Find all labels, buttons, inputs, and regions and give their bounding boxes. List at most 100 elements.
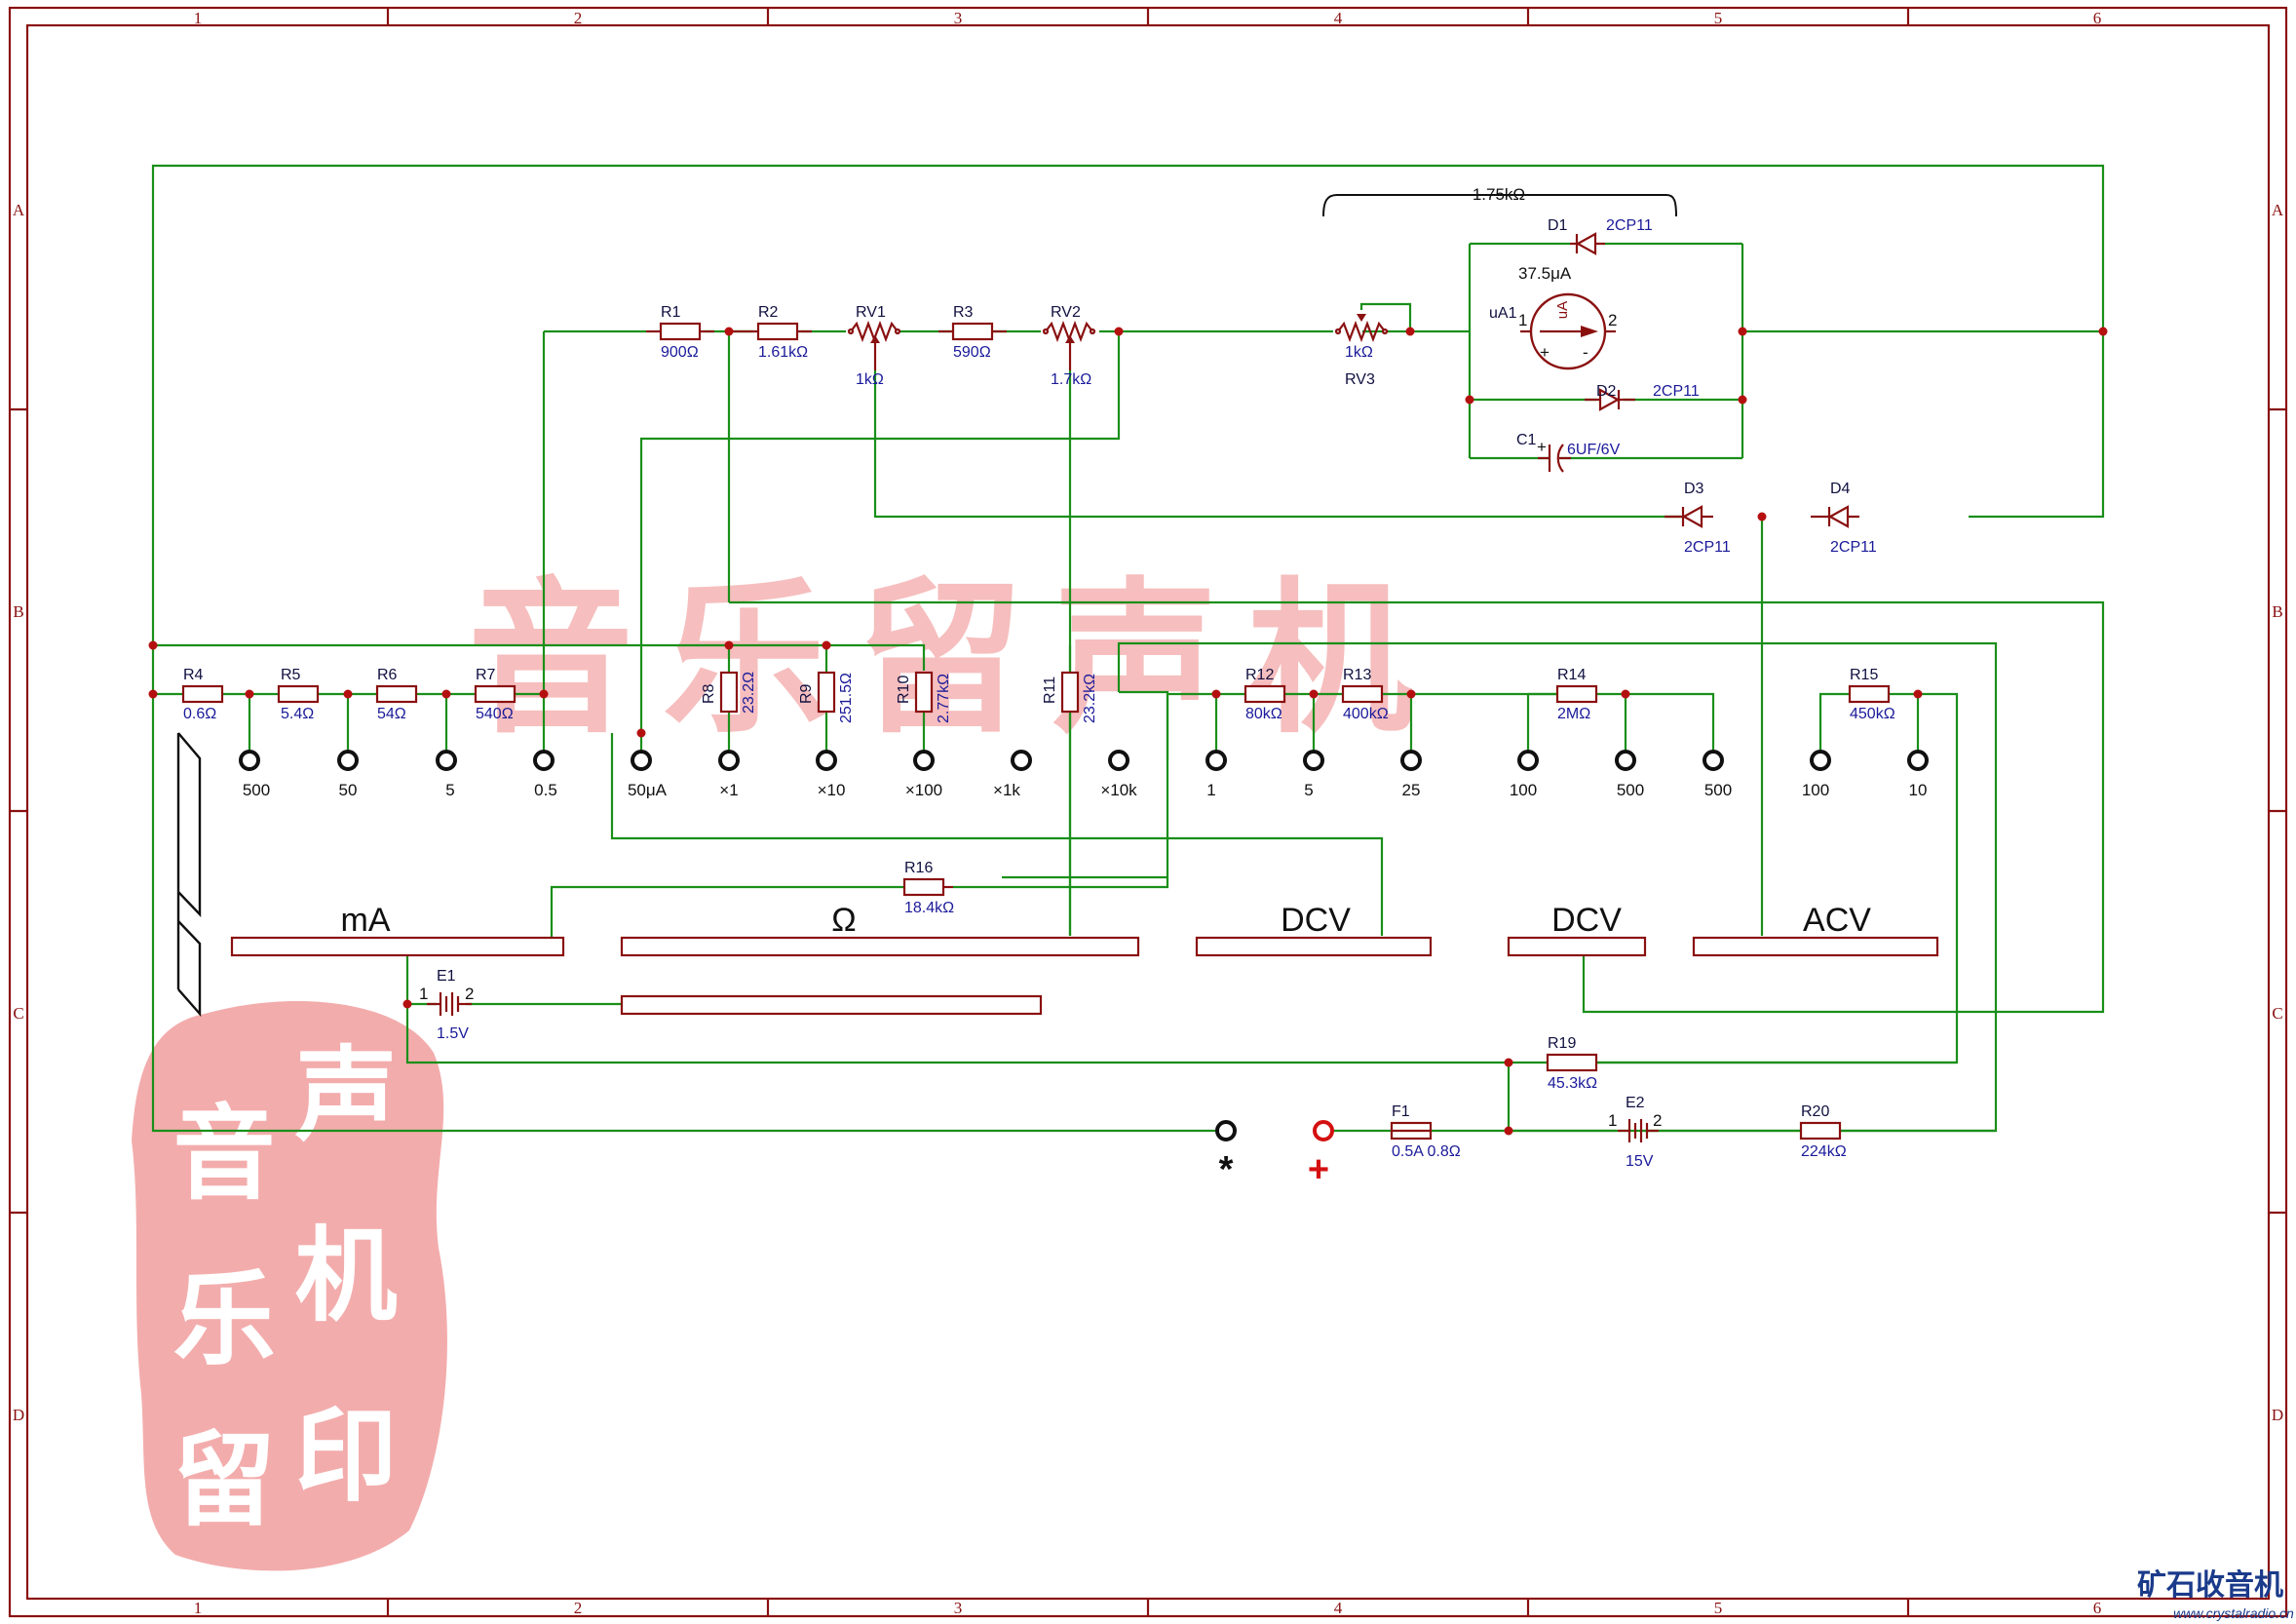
terminal-acv-10[interactable] (1907, 750, 1929, 771)
r9-value: 251.5Ω (838, 673, 855, 723)
zone-col-6-top: 6 (2093, 9, 2102, 27)
terminal-ohm-x10k[interactable] (1108, 750, 1129, 771)
terminal-label-16: 100 (1802, 781, 1829, 799)
e1-designator: E1 (437, 968, 456, 985)
diode-d4: D4 2CP11 (1811, 481, 1877, 556)
r10-value: 2.77kΩ (936, 674, 952, 723)
meter-plus-sign: + (1540, 343, 1550, 362)
resistor-r1: R1 900Ω (646, 304, 714, 361)
resistor-r15: R15 450kΩ (1848, 667, 1895, 722)
switch-bar-dcv-2[interactable] (1507, 936, 1647, 957)
rv3-value: 1kΩ (1345, 344, 1373, 361)
terminal-ma-0-5[interactable] (533, 750, 555, 771)
resistor-r12: R12 80kΩ (1244, 667, 1286, 722)
meter-minus-sign: - (1583, 343, 1588, 362)
logo-url: www.crystalradio.cn (2173, 1605, 2294, 1621)
rv1-designator: RV1 (856, 304, 886, 321)
resistor-r4: R4 0.6Ω (181, 667, 224, 722)
resistor-r8: R8 23.2Ω (701, 672, 757, 714)
e1-pin-2: 2 (465, 985, 474, 1003)
logo-text: 矿石收音机 (2137, 1568, 2283, 1602)
switch-bar-acv[interactable] (1692, 936, 1939, 957)
seal-char-6: 留 (172, 1424, 275, 1538)
terminal-dcv-500[interactable] (1615, 750, 1636, 771)
resistor-r20: R20 224kΩ (1799, 1103, 1847, 1160)
zone-row-a-left: A (13, 201, 25, 219)
e2-pin-1: 1 (1608, 1111, 1617, 1130)
potentiometer-rv2: RV2 1.7kΩ (1042, 304, 1096, 388)
terminal-ohm-x100[interactable] (913, 750, 935, 771)
zone-row-c-right: C (2272, 1004, 2282, 1023)
terminal-label-8: ×1k (993, 781, 1020, 799)
switch-label-acv: ACV (1803, 902, 1871, 939)
d2-value: 2CP11 (1653, 383, 1700, 400)
r13-designator: R13 (1343, 667, 1371, 683)
switch-bar-ohm[interactable] (620, 936, 1140, 957)
terminal-ma-500[interactable] (239, 750, 260, 771)
terminal-ma-5[interactable] (436, 750, 457, 771)
switch-bar-dcv-1[interactable] (1195, 936, 1433, 957)
meter-bracket-label: 1.75kΩ (1473, 185, 1525, 204)
switch-bar-battery[interactable] (620, 994, 1043, 1016)
zone-row-d-right: D (2272, 1406, 2283, 1424)
meter-pin-1: 1 (1518, 311, 1527, 329)
r9-designator: R9 (798, 683, 815, 704)
terminal-50ua[interactable] (631, 750, 652, 771)
terminal-dcv-1[interactable] (1205, 750, 1227, 771)
switch-label-dcv-2: DCV (1551, 902, 1622, 939)
seal-stamp: 声 机 印 音 乐 留 (132, 1001, 447, 1571)
diode-d2: D2 2CP11 (1585, 383, 1700, 411)
terminal-acv-100[interactable] (1810, 750, 1831, 771)
terminal-ohm-x10[interactable] (816, 750, 837, 771)
junction-dots (148, 327, 2108, 1136)
terminal-label-15: 500 (1704, 781, 1732, 799)
potentiometer-rv1: RV1 1kΩ (847, 304, 901, 388)
r5-designator: R5 (281, 667, 301, 683)
r11-designator: R11 (1042, 677, 1058, 704)
terminal-dcv-5[interactable] (1303, 750, 1324, 771)
resistor-r16: R16 18.4kΩ (902, 860, 954, 916)
common-terminal-label: * (1219, 1149, 1234, 1190)
battery-e2: 1 2 E2 15V (1608, 1095, 1662, 1170)
switch-bar-ma[interactable] (230, 936, 565, 957)
r6-value: 54Ω (377, 706, 406, 722)
zone-col-4-top: 4 (1334, 9, 1343, 27)
zone-col-2-top: 2 (574, 9, 583, 27)
resistor-r6: R6 54Ω (375, 667, 418, 722)
resistor-r5: R5 5.4Ω (277, 667, 320, 722)
terminal-common[interactable] (1215, 1120, 1237, 1141)
diodes: D1 2CP11 D2 2CP11 D3 2CP11 D4 2CP11 (1548, 217, 1877, 556)
potentiometer-rv3: 1kΩ RV3 (1334, 314, 1389, 388)
zone-row-b-right: B (2272, 602, 2282, 621)
c1-designator: C1 (1516, 432, 1537, 448)
watermark-text: 音乐留声机 (468, 567, 1413, 753)
zone-row-c-left: C (13, 1004, 23, 1023)
resistor-r3: R3 590Ω (938, 304, 1007, 361)
terminal-dcv-500b[interactable] (1703, 750, 1724, 771)
terminal-dcv-25[interactable] (1400, 750, 1422, 771)
terminal-label-14: 500 (1617, 781, 1644, 799)
resistor-r2: R2 1.61kΩ (729, 304, 812, 361)
capacitor-c1: + C1 6UF/6V (1516, 432, 1621, 473)
diode-d3: D3 2CP11 (1665, 481, 1731, 556)
terminal-ohm-x1[interactable] (718, 750, 740, 771)
r6-designator: R6 (377, 667, 398, 683)
terminal-dcv-100[interactable] (1517, 750, 1539, 771)
rv1-value: 1kΩ (856, 371, 884, 388)
terminal-positive[interactable] (1313, 1120, 1334, 1141)
terminal-label-0: 500 (243, 781, 270, 799)
meter-pin-2: 2 (1608, 311, 1617, 329)
terminal-label-4: 50μA (628, 781, 668, 799)
r8-designator: R8 (701, 683, 717, 704)
r20-value: 224kΩ (1801, 1143, 1847, 1160)
terminal-ohm-x1k[interactable] (1011, 750, 1032, 771)
terminal-ma-50[interactable] (337, 750, 359, 771)
zone-col-6-bottom: 6 (2093, 1599, 2102, 1617)
terminal-label-3: 0.5 (534, 781, 557, 799)
microammeter-ua1: uA + - 1 2 uA1 37.5μA (1489, 264, 1617, 370)
terminal-label-1: 50 (339, 781, 358, 799)
d1-designator: D1 (1548, 217, 1568, 234)
d4-designator: D4 (1830, 481, 1851, 497)
